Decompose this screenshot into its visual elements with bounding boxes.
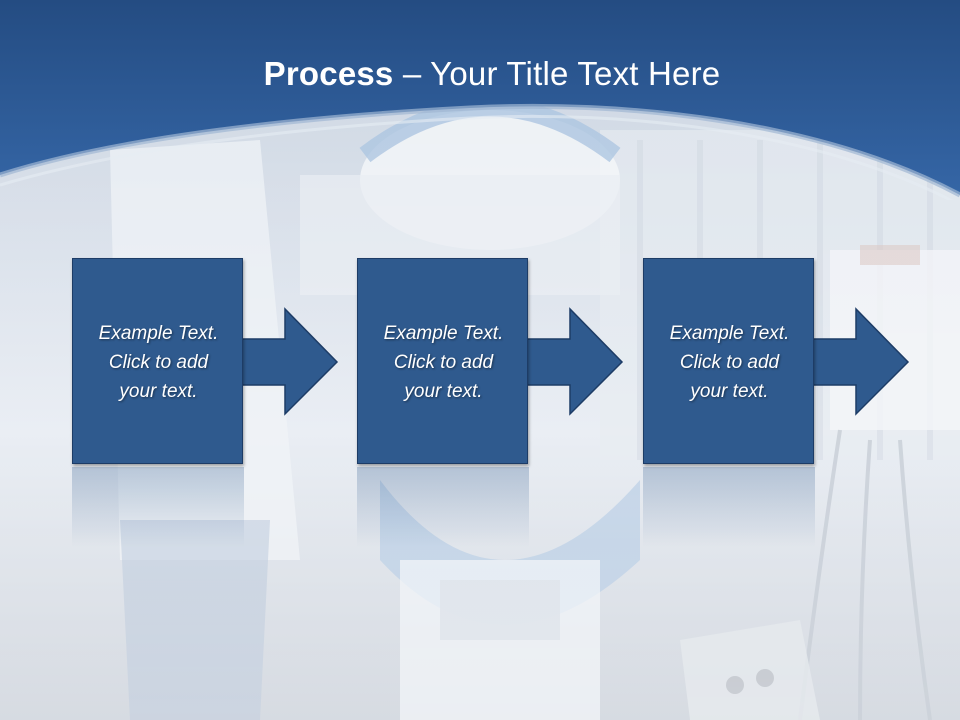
right-arrow-icon (525, 307, 624, 416)
step-text[interactable]: Example Text. Click to add your text. (98, 322, 219, 402)
slide-title[interactable]: Process – Your Title Text Here (0, 52, 960, 96)
step-box[interactable]: Example Text. Click to add your text. (72, 258, 243, 464)
process-step-3[interactable]: Example Text. Click to add your text. (642, 257, 910, 465)
right-arrow-icon (811, 307, 910, 416)
step-text[interactable]: Example Text. Click to add your text. (383, 322, 504, 402)
step-reflection (72, 467, 244, 547)
step-reflection (357, 467, 529, 547)
step-box[interactable]: Example Text. Click to add your text. (357, 258, 528, 464)
process-step-2[interactable]: Example Text. Click to add your text. (356, 257, 624, 465)
header-band (0, 0, 960, 200)
process-step-1[interactable]: Example Text. Click to add your text. (71, 257, 339, 465)
title-rest: – Your Title Text Here (393, 55, 721, 92)
title-bold: Process (263, 55, 394, 92)
step-text[interactable]: Example Text. Click to add your text. (669, 322, 790, 402)
step-reflection (643, 467, 815, 547)
step-box[interactable]: Example Text. Click to add your text. (643, 258, 814, 464)
right-arrow-icon (240, 307, 339, 416)
